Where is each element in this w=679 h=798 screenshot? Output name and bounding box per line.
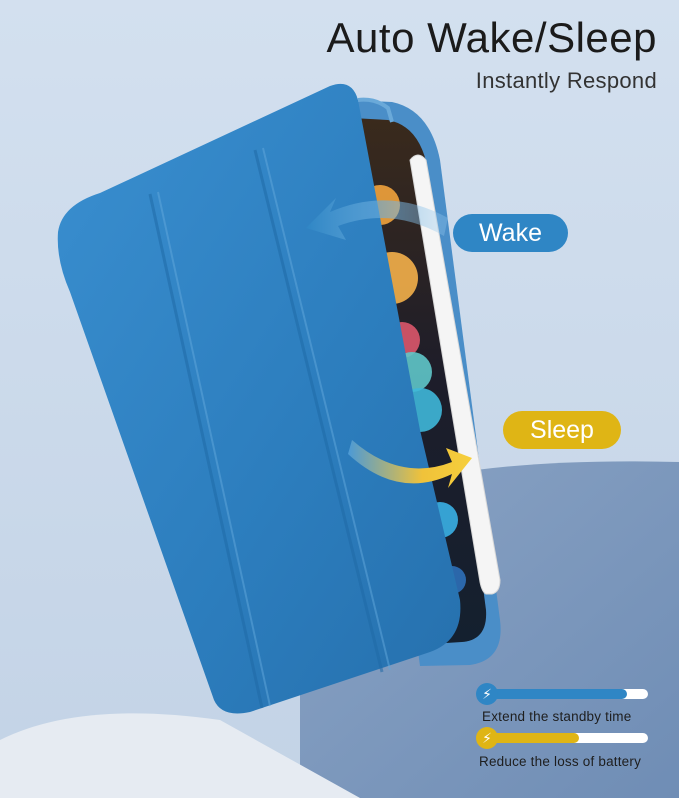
battery-label: Reduce the loss of battery bbox=[479, 754, 642, 769]
foreground-surface bbox=[0, 713, 360, 798]
battery-bar-track bbox=[484, 733, 648, 743]
battery-bar-fill bbox=[484, 733, 580, 743]
wake-label: Wake bbox=[453, 214, 568, 252]
battery-bar: ⚡ bbox=[476, 727, 648, 749]
sleep-arrow bbox=[348, 440, 472, 488]
case-cover bbox=[57, 83, 461, 714]
standby-bar-fill bbox=[484, 689, 627, 699]
standby-bar: ⚡ bbox=[476, 683, 648, 705]
wake-arrow bbox=[306, 198, 448, 240]
lightning-bolt-icon: ⚡ bbox=[476, 683, 498, 705]
sleep-label: Sleep bbox=[503, 411, 621, 449]
lightning-bolt-icon: ⚡ bbox=[476, 727, 498, 749]
stylus-pencil bbox=[409, 154, 501, 595]
standby-label: Extend the standby time bbox=[482, 709, 632, 724]
headline-subtitle: Instantly Respond bbox=[475, 68, 657, 93]
standby-bar-track bbox=[484, 689, 648, 699]
headline-title: Auto Wake/Sleep bbox=[326, 14, 657, 61]
